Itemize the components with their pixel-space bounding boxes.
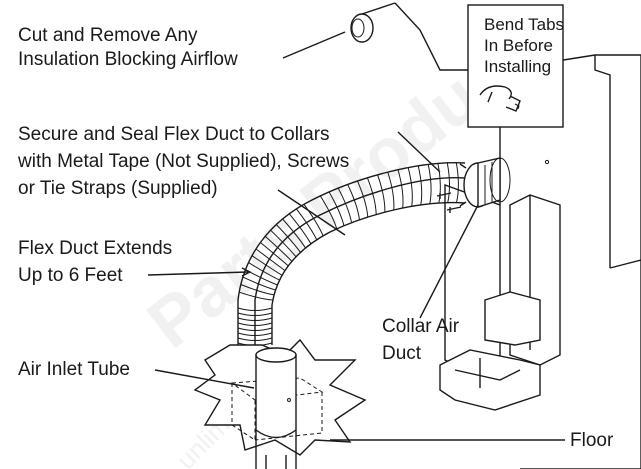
label-cut-remove-line1: Cut and Remove Any (18, 25, 198, 46)
flex-duct (237, 161, 466, 346)
collar-air-duct (436, 157, 511, 213)
air-inlet-tube (230, 347, 324, 469)
flex-duct-rib (377, 174, 386, 213)
flex-duct-rib (237, 317, 273, 321)
label-cut-remove-line2: Insulation Blocking Airflow (18, 49, 238, 70)
flex-duct-rib (264, 235, 293, 262)
flex-duct-rib (337, 187, 353, 223)
flex-duct-rib (319, 195, 338, 229)
flex-duct-rib (288, 213, 312, 245)
flex-duct-rib (237, 312, 273, 316)
flex-duct-rib (237, 322, 273, 326)
flex-duct-rib (366, 177, 377, 215)
label-cut-remove: Cut and Remove Any Insulation Blocking A… (18, 25, 346, 70)
flex-duct-rib (270, 229, 297, 258)
flex-duct-rib (237, 327, 273, 331)
flex-duct-rib (328, 191, 345, 226)
flex-duct-rib (437, 163, 441, 204)
label-air-inlet: Air Inlet Tube (18, 359, 255, 389)
label-flex-line1: Flex Duct Extends (18, 238, 172, 259)
flex-duct-rib (239, 291, 273, 301)
insulation-plug (350, 2, 396, 43)
label-secure-line2: with Metal Tape (Not Supplied), Screws (17, 151, 349, 172)
label-bend-tabs: Bend Tabs In Before Installing (484, 15, 564, 76)
flex-duct-rib (275, 224, 301, 253)
flex-duct-rib (237, 332, 273, 336)
label-bend-tabs-line1: Bend Tabs (484, 15, 564, 34)
flex-duct-rib (446, 162, 450, 203)
label-bend-tabs-line2: In Before (484, 36, 553, 55)
label-secure-line1: Secure and Seal Flex Duct to Collars (18, 124, 330, 145)
label-bend-tabs-line3: Installing (484, 57, 551, 76)
flex-duct-rib (387, 171, 395, 211)
label-secure-line3: or Tie Straps (Supplied) (18, 178, 218, 199)
flex-duct-rib (296, 208, 318, 241)
flex-duct-rib (282, 218, 306, 249)
flex-duct-rib (303, 204, 324, 236)
label-secure-seal: Secure and Seal Flex Duct to Collars wit… (17, 124, 441, 236)
flex-duct-rib (251, 255, 283, 276)
flex-duct-rib (455, 162, 459, 203)
flex-duct-rib (347, 184, 360, 220)
flex-duct-rib (237, 337, 273, 341)
flex-duct-rib (240, 284, 275, 296)
label-flex-duct: Flex Duct Extends Up to 6 Feet (18, 238, 252, 286)
flex-duct-rib (417, 165, 423, 206)
label-collar-duct: Collar Air Duct (382, 204, 479, 364)
flex-duct-rib (237, 307, 273, 311)
flex-duct-rib (397, 169, 404, 209)
flex-duct-rib (248, 262, 280, 281)
label-flex-line2: Up to 6 Feet (18, 265, 123, 286)
flex-duct-rib (255, 248, 286, 272)
flex-duct-rib (242, 276, 276, 291)
flex-duct-rib (407, 167, 413, 207)
flex-duct-rib (357, 180, 369, 218)
flex-duct-rib (427, 164, 432, 204)
label-collar-line1: Collar Air (382, 316, 460, 337)
label-floor-text: Floor (570, 430, 614, 451)
label-air-inlet-text: Air Inlet Tube (18, 359, 130, 380)
flex-duct-rib (260, 242, 289, 267)
furnace-cabinet (439, 54, 641, 469)
bend-tabs-callout (394, 2, 564, 128)
label-floor: Floor (330, 430, 614, 451)
label-collar-line2: Duct (382, 343, 422, 364)
flex-duct-ribs (237, 162, 459, 346)
